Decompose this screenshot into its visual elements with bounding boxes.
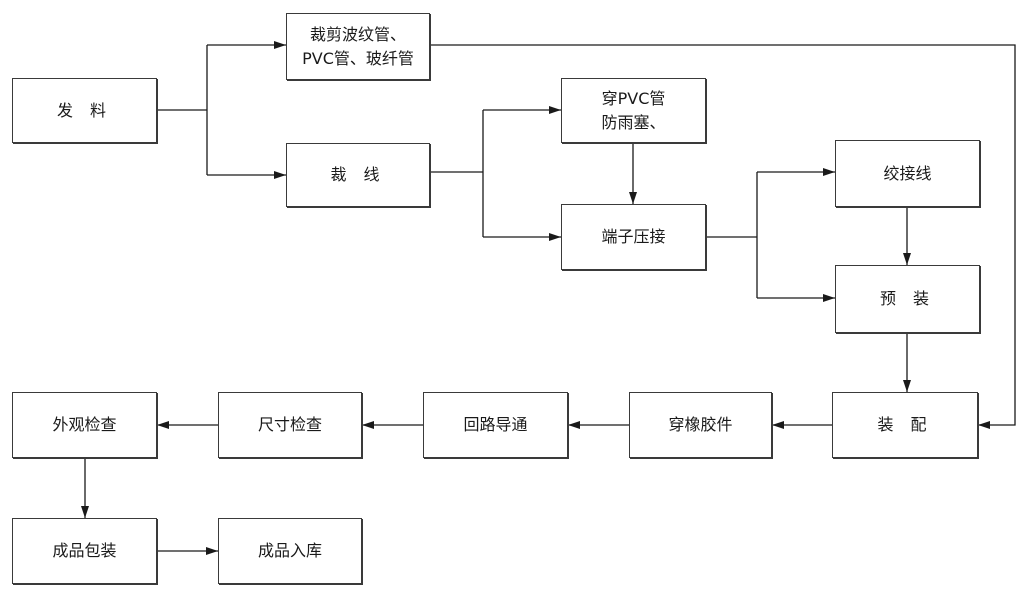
node-label: 外观检查 [52, 415, 117, 434]
node-crimp: 端子压接 [561, 204, 706, 270]
node-label: 裁 线 [330, 165, 386, 184]
node-label-line-2: PVC管、玻纤管 [302, 48, 414, 68]
node-rubber-parts: 穿橡胶件 [629, 392, 772, 458]
node-thread-pvc: 穿PVC管 防雨塞、 [561, 78, 706, 143]
node-label-line-1: 裁剪波纹管、 [309, 24, 406, 44]
node-assembly: 装 配 [832, 392, 978, 458]
node-cut-tubes: 裁剪波纹管、 PVC管、玻纤管 [286, 13, 430, 80]
node-twist: 绞接线 [835, 140, 980, 207]
node-pre-assembly: 预 装 [835, 265, 980, 333]
node-label: 成品包装 [52, 541, 117, 560]
node-label: 成品入库 [257, 541, 322, 560]
node-label: 绞接线 [883, 163, 932, 183]
node-continuity: 回路导通 [423, 392, 568, 458]
node-cut-wire: 裁 线 [286, 143, 430, 207]
node-issue-material: 发 料 [12, 78, 157, 143]
node-packing: 成品包装 [12, 518, 157, 584]
node-visual-check: 外观检查 [12, 392, 157, 458]
node-label: 端子压接 [601, 227, 666, 246]
node-size-check: 尺寸检查 [218, 392, 362, 458]
node-label-line-2: 防雨塞、 [601, 112, 666, 132]
node-label: 发 料 [56, 100, 113, 120]
node-label: 穿橡胶件 [668, 415, 733, 434]
node-label: 装 配 [877, 415, 933, 434]
node-warehousing: 成品入库 [218, 518, 362, 584]
node-label: 预 装 [879, 289, 936, 308]
arrow-cut-tubes-to-assembly [430, 44, 1016, 429]
node-label: 尺寸检查 [257, 415, 322, 434]
node-label: 回路导通 [463, 415, 528, 434]
node-label-line-1: 穿PVC管 [601, 88, 666, 108]
